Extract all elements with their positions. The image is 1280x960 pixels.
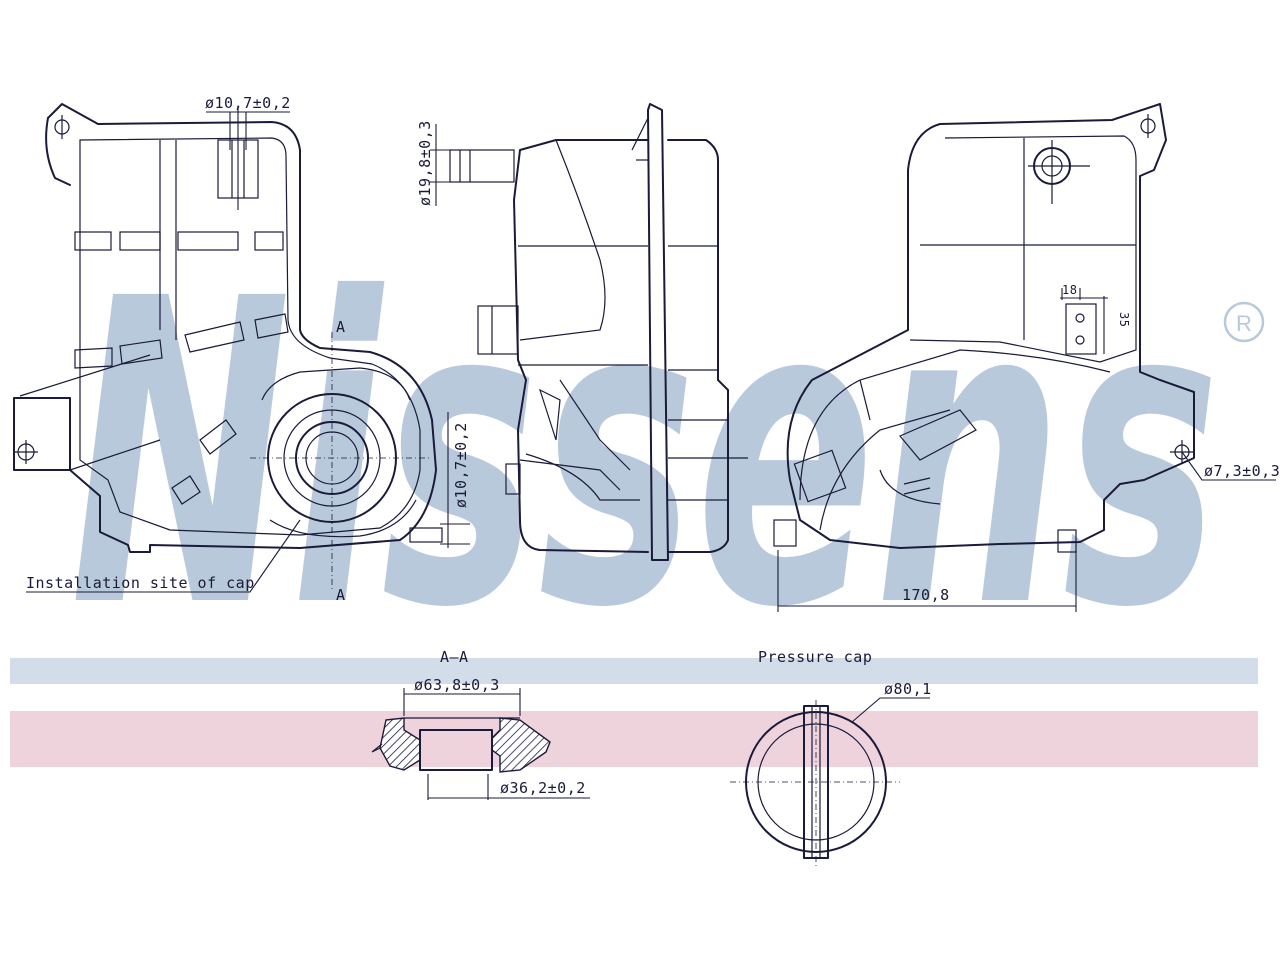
registered-letter: R	[1236, 311, 1252, 336]
cap-dim-diameter: ø80,1	[884, 680, 932, 698]
watermark-text: Nissens	[70, 211, 1220, 700]
rear-dim-small-b: 35	[1117, 312, 1131, 327]
section-dim-inner: ø36,2±0,2	[500, 779, 586, 797]
section-detail: A–A ø63,8±0,3 ø36,2±0,2	[371, 648, 590, 800]
front-dim-hose-top: ø10,7±0,2	[205, 94, 291, 112]
rear-dim-width: 170,8	[902, 586, 950, 604]
brand-watermark: Nissens ® R	[70, 211, 1265, 700]
rear-dim-mount-hole: ø7,3±0,3	[1204, 462, 1280, 480]
registered-mark-ring	[1223, 301, 1265, 343]
band-blue	[10, 658, 1258, 684]
band-pink	[10, 711, 1258, 767]
side-view: ø19,8±0,3	[416, 103, 748, 561]
front-view: ø10,7±0,2 A A ø10,7±0,2 Installation sit…	[13, 94, 470, 604]
section-dim-outer: ø63,8±0,3	[414, 676, 500, 694]
pressure-cap-detail: Pressure cap ø80,1	[730, 648, 932, 866]
rear-view: 18 35 ø7,3±0,3 170,8	[773, 103, 1280, 612]
section-title: A–A	[440, 648, 469, 666]
front-dim-hose-side: ø10,7±0,2	[452, 422, 470, 508]
front-cap-note: Installation site of cap	[26, 574, 255, 592]
cap-title: Pressure cap	[758, 648, 872, 666]
side-dim-inlet: ø19,8±0,3	[416, 120, 434, 206]
front-section-mark-bottom: A	[336, 586, 346, 604]
rear-dim-small-a: 18	[1062, 283, 1077, 297]
front-section-mark-top: A	[336, 318, 346, 336]
